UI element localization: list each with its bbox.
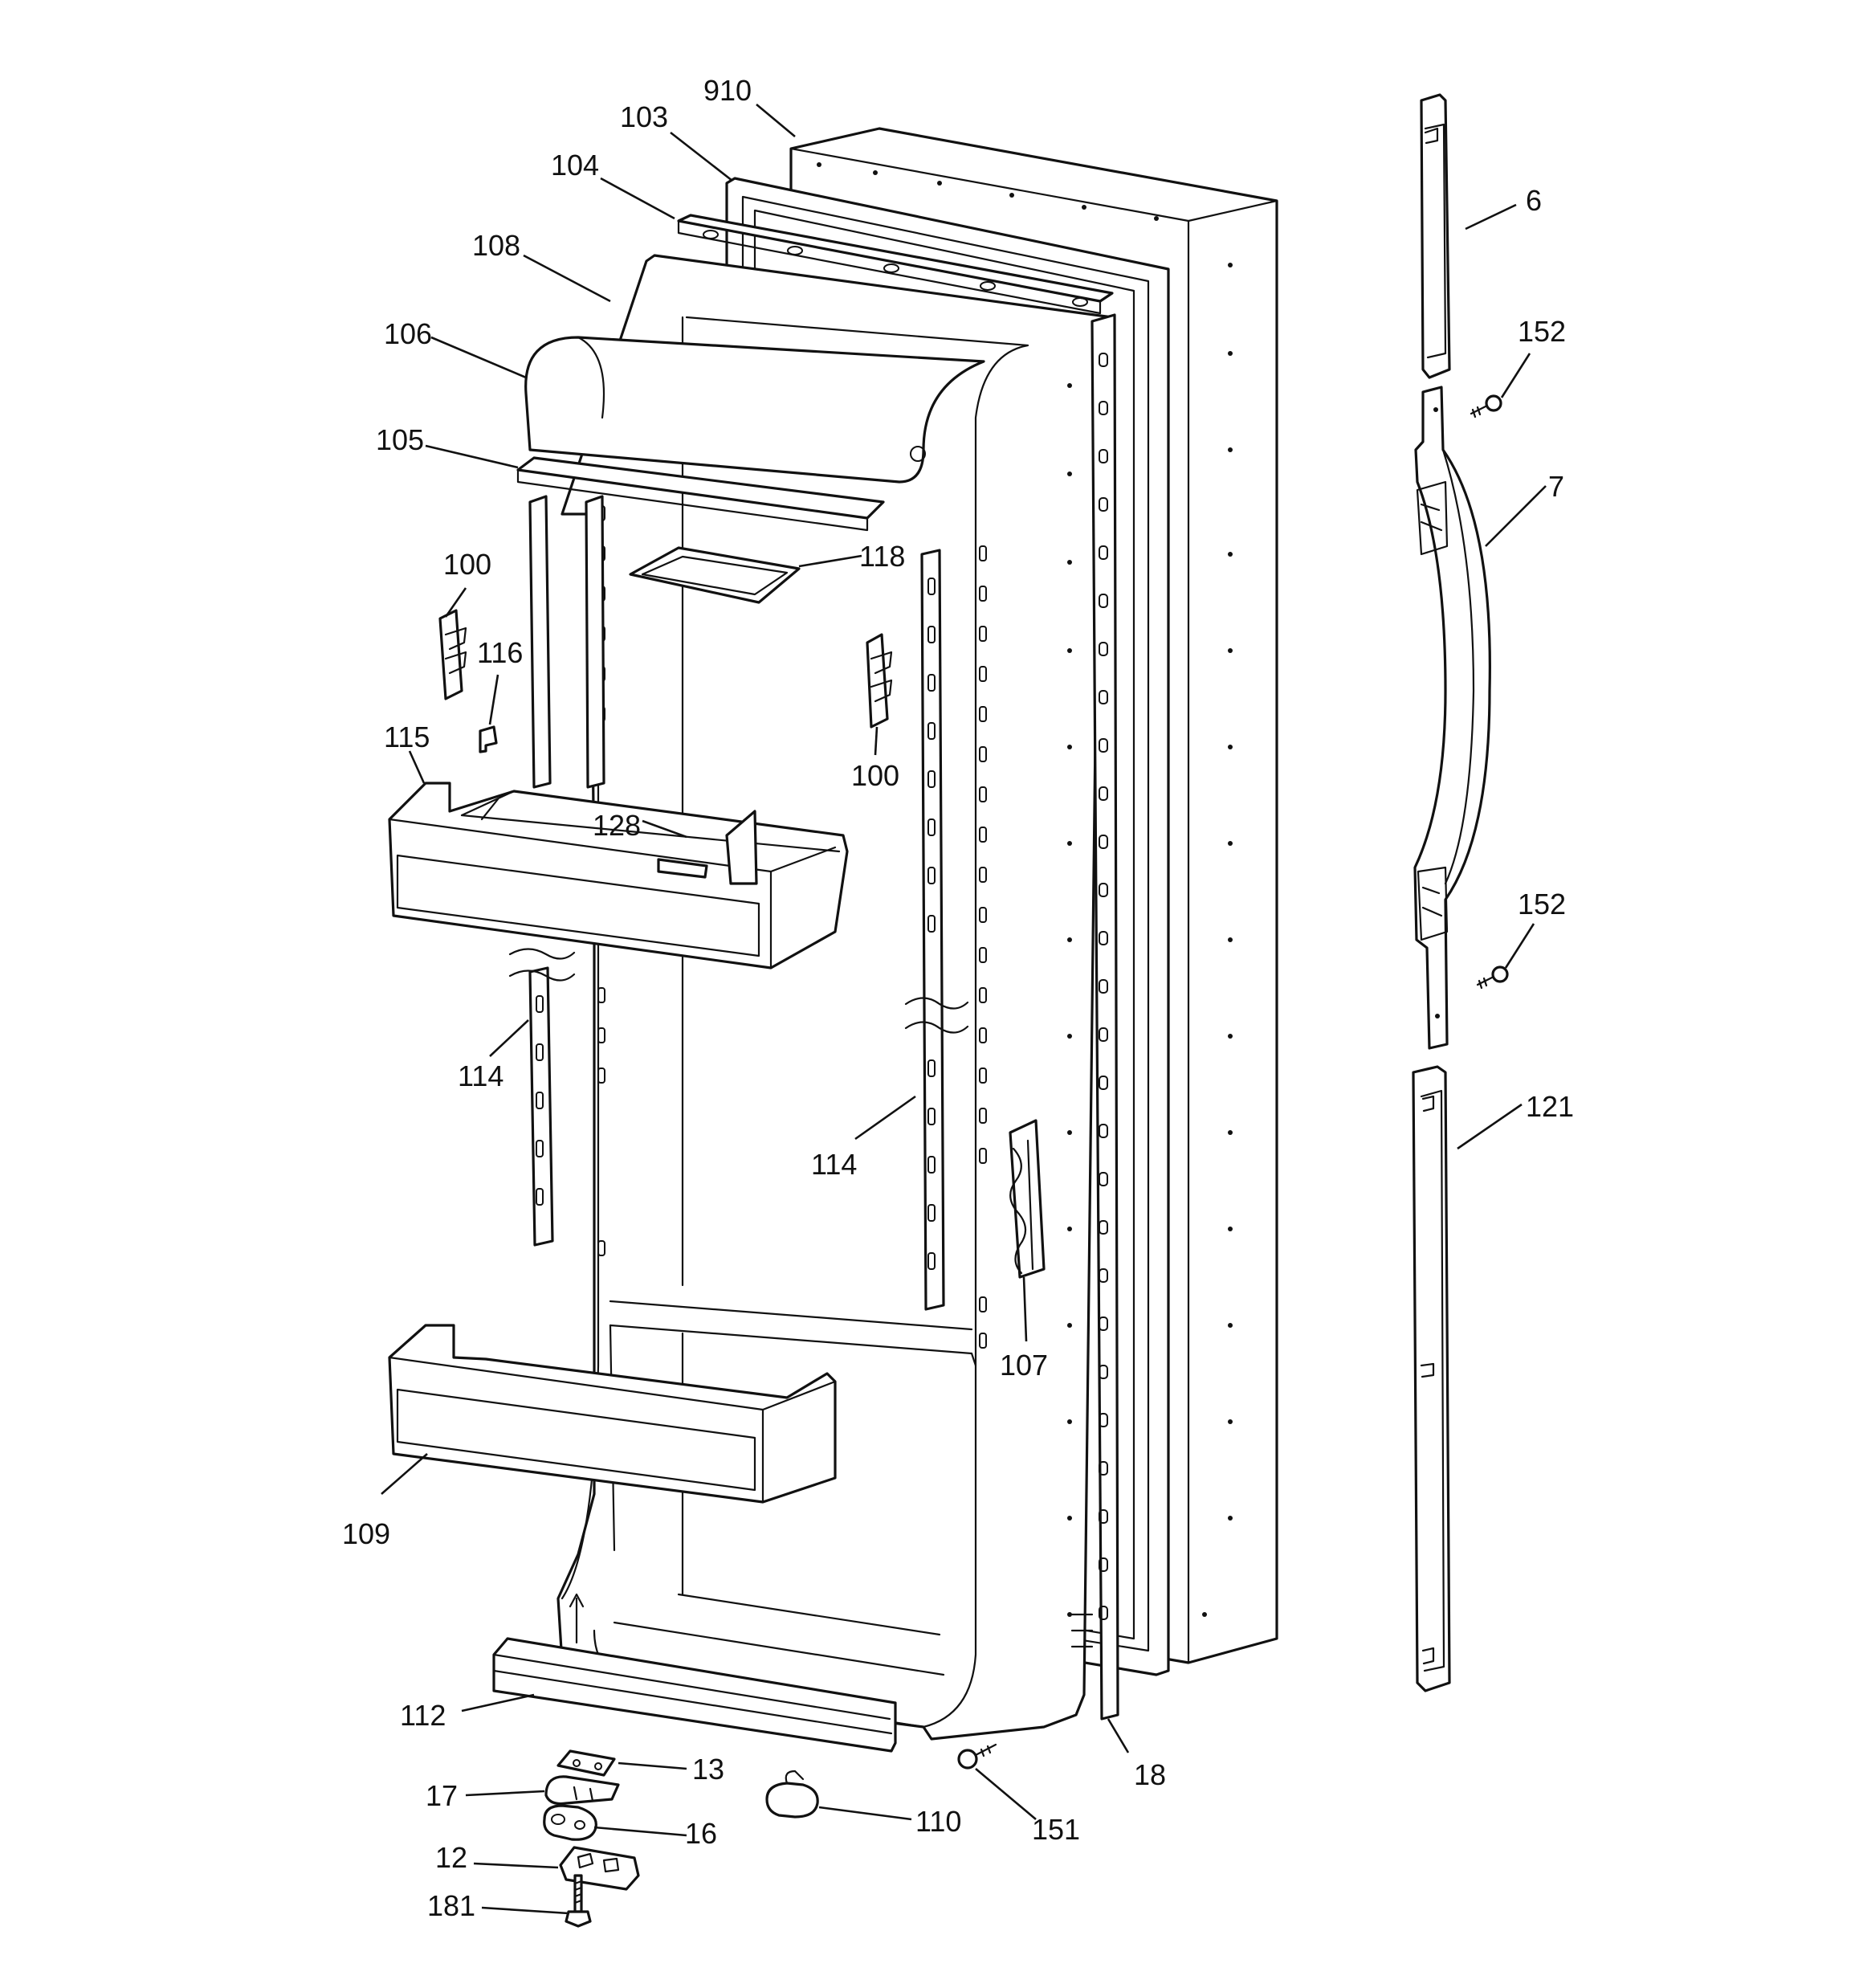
callout-152-upper: 152 [1518, 315, 1566, 348]
bottom-door-trim [492, 1637, 897, 1753]
callout-152-lower: 152 [1518, 888, 1566, 921]
callout-104: 104 [551, 149, 599, 182]
callout-12: 12 [435, 1841, 467, 1874]
callout-106: 106 [384, 317, 432, 350]
callout-18: 18 [1134, 1758, 1166, 1791]
callout-116: 116 [477, 636, 523, 669]
retainer-clip [479, 725, 498, 753]
callout-108: 108 [472, 229, 520, 262]
handle-screw-upper [1470, 394, 1502, 418]
callout-114-left: 114 [458, 1059, 503, 1092]
callout-115: 115 [384, 720, 430, 753]
hinge-cam-spring [544, 1775, 620, 1806]
dairy-door-trim [516, 456, 885, 532]
callout-100-right: 100 [851, 759, 899, 792]
door-plug [765, 1770, 819, 1819]
hinge-plate [556, 1749, 616, 1777]
handle-cap-top [1420, 93, 1451, 379]
callout-105: 105 [376, 423, 424, 456]
callout-181: 181 [427, 1889, 475, 1922]
shelf-rail-right [904, 549, 969, 1311]
shelf-bracket-right [866, 633, 893, 729]
callout-labels: 910 103 104 108 106 105 118 100 116 115 … [342, 74, 1574, 1922]
callout-110: 110 [915, 1805, 961, 1838]
callout-109: 109 [342, 1517, 390, 1550]
lower-door-bin [388, 1324, 837, 1504]
handle-cap-bottom [1412, 1065, 1451, 1692]
leader-lines [381, 104, 1547, 1915]
handle-screw-lower [1476, 965, 1509, 990]
hinge-screw [565, 1874, 592, 1928]
callout-107: 107 [1000, 1349, 1048, 1382]
hinge-bracket [559, 1846, 640, 1891]
door-handle [1413, 386, 1491, 1050]
callout-121: 121 [1526, 1090, 1574, 1123]
callout-100-left: 100 [443, 548, 491, 581]
mounting-strip [677, 214, 1114, 315]
callout-103: 103 [620, 100, 668, 133]
door-foam-strip [1009, 1119, 1046, 1279]
shelf-bracket-left [438, 609, 467, 700]
callout-114-right: 114 [811, 1148, 857, 1181]
callout-151: 151 [1032, 1813, 1080, 1846]
dairy-compartment-door [524, 336, 985, 484]
callout-6: 6 [1526, 184, 1542, 217]
callout-17: 17 [426, 1779, 458, 1812]
shelf-rail-left-upper [528, 495, 605, 789]
callout-112: 112 [400, 1699, 446, 1732]
callout-128: 128 [593, 809, 641, 842]
hinge-side-strip [1070, 313, 1119, 1721]
upper-door-bin [388, 782, 849, 970]
hinge-cam [543, 1804, 597, 1841]
light-shield [629, 546, 801, 604]
callout-7: 7 [1548, 470, 1564, 503]
door-screw [957, 1743, 997, 1770]
callout-13: 13 [692, 1753, 724, 1786]
shelf-rail-left-lower [508, 948, 576, 1247]
callout-16: 16 [685, 1817, 717, 1850]
callout-118: 118 [859, 540, 905, 573]
callout-910: 910 [703, 74, 752, 107]
